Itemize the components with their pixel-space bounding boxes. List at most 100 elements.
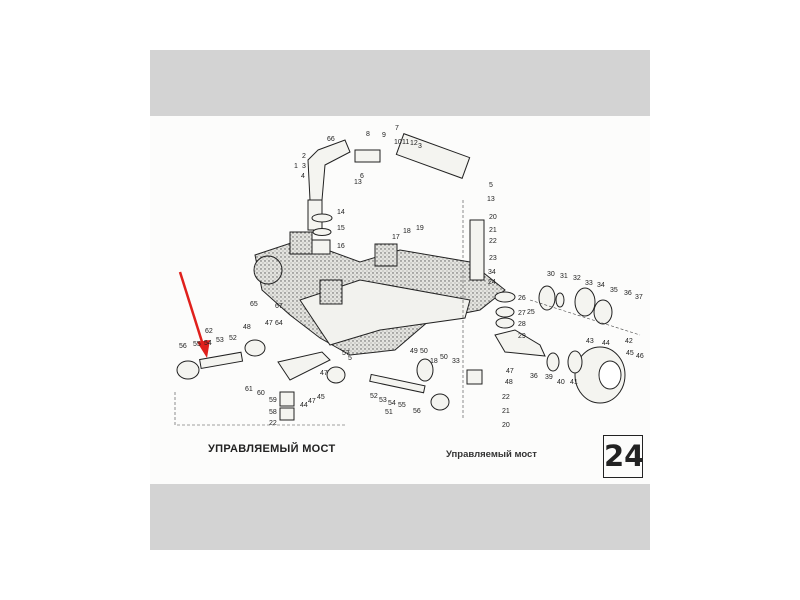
part-number-label: 4 — [301, 173, 305, 180]
ball-joint — [176, 360, 200, 380]
part-number-label: 64 — [275, 320, 283, 327]
seal — [495, 317, 515, 329]
part-number-label: 53 — [379, 397, 387, 404]
part-number-label: 55 — [193, 341, 201, 348]
part-number-label: 13 — [354, 179, 362, 186]
pivot-bracket — [319, 279, 343, 305]
king-pin — [469, 219, 485, 281]
part-number-label: 44 — [300, 402, 308, 409]
part-number-label: 12 — [410, 140, 418, 147]
part-number-label: 24 — [488, 279, 496, 286]
ring — [312, 228, 332, 236]
bearing — [567, 350, 583, 374]
part-number-label: 23 — [489, 255, 497, 262]
bushing — [279, 407, 295, 421]
ball-joint — [244, 339, 266, 357]
clevis — [354, 149, 381, 163]
part-number-label: 8 — [366, 131, 370, 138]
part-number-label: 5 — [348, 355, 352, 362]
part-number-label: 58 — [269, 409, 277, 416]
hub-bore — [598, 360, 622, 390]
bearing — [495, 306, 515, 318]
part-number-label: 3 — [302, 163, 306, 170]
seal — [574, 287, 596, 317]
part-number-label: 50 — [440, 354, 448, 361]
part-number-label: 18 — [430, 358, 438, 365]
part-number-label: 45 — [626, 350, 634, 357]
part-number-label: 17 — [392, 234, 400, 241]
part-number-label: 20 — [502, 422, 510, 429]
part-number-label: 34 — [488, 269, 496, 276]
part-number-label: 46 — [636, 353, 644, 360]
pivot-bracket — [374, 243, 398, 267]
part-number-label: 34 — [597, 282, 605, 289]
ball-joint — [430, 393, 450, 411]
part-number-label: 47 — [308, 398, 316, 405]
part-number-label: 54 — [204, 340, 212, 347]
part-number-label: 39 — [545, 374, 553, 381]
pivot-bracket — [289, 231, 313, 255]
part-number-label: 52 — [370, 393, 378, 400]
part-number-label: 22 — [269, 420, 277, 427]
part-number-label: 62 — [205, 328, 213, 335]
part-number-label: 25 — [527, 309, 535, 316]
part-number-label: 61 — [245, 386, 253, 393]
part-number-label: 14 — [337, 209, 345, 216]
washer — [555, 292, 565, 308]
part-number-label: 45 — [317, 394, 325, 401]
part-number-label: 49 — [410, 348, 418, 355]
tie-rod — [369, 373, 426, 394]
ball-joint — [326, 366, 346, 384]
part-number-label: 32 — [573, 275, 581, 282]
part-number-label: 22 — [502, 394, 510, 401]
part-number-label: 66 — [327, 136, 335, 143]
hydraulic-cylinder — [395, 133, 471, 179]
seal — [546, 352, 560, 372]
part-number-label: 30 — [547, 271, 555, 278]
part-number-label: 51 — [385, 409, 393, 416]
red-arrow-head — [197, 340, 210, 358]
part-number-label: 41 — [570, 379, 578, 386]
tie-rod-sleeve — [199, 351, 244, 369]
part-number-label: 21 — [502, 408, 510, 415]
part-number-label: 21 — [489, 227, 497, 234]
part-number-label: 40 — [557, 379, 565, 386]
part-number-label: 44 — [602, 340, 610, 347]
part-number-label: 22 — [489, 238, 497, 245]
steering-arm — [307, 139, 351, 201]
part-number-label: 35 — [610, 287, 618, 294]
red-arrow — [178, 271, 205, 346]
part-number-label: 42 — [625, 338, 633, 345]
part-number-label: 6 — [360, 173, 364, 180]
part-number-label: 47 — [506, 368, 514, 375]
part-number-label: 33 — [452, 358, 460, 365]
part-number-label: 27 — [518, 310, 526, 317]
drop-arm — [277, 351, 331, 381]
part-number-label: 36 — [530, 373, 538, 380]
part-number-label: 48 — [505, 379, 513, 386]
part-number-label: 56 — [413, 408, 421, 415]
part-number-label: 53 — [216, 337, 224, 344]
part-number-label: 33 — [585, 280, 593, 287]
part-number-label: 26 — [518, 295, 526, 302]
part-number-label: 19 — [416, 225, 424, 232]
part-number-label: 28 — [518, 321, 526, 328]
cap — [593, 299, 613, 325]
part-number-label: 5 — [489, 182, 493, 189]
part-number-label: 15 — [337, 225, 345, 232]
part-number-label: 60 — [257, 390, 265, 397]
part-number-label: 48 — [243, 324, 251, 331]
part-number-label: 56 — [179, 343, 187, 350]
part-number-label: 59 — [269, 397, 277, 404]
page-number-box: 24 — [603, 435, 644, 478]
part-number-label: 2 — [302, 153, 306, 160]
part-number-label: 20 — [489, 214, 497, 221]
part-number-label: 9 — [382, 132, 386, 139]
bushing — [279, 391, 295, 407]
diagram-title-caps: УПРАВЛЯЕМЫЙ МОСТ — [208, 443, 336, 455]
roller — [416, 358, 434, 382]
part-number-label: 16 — [337, 243, 345, 250]
washer — [494, 291, 516, 303]
top-gray-band — [150, 50, 650, 116]
